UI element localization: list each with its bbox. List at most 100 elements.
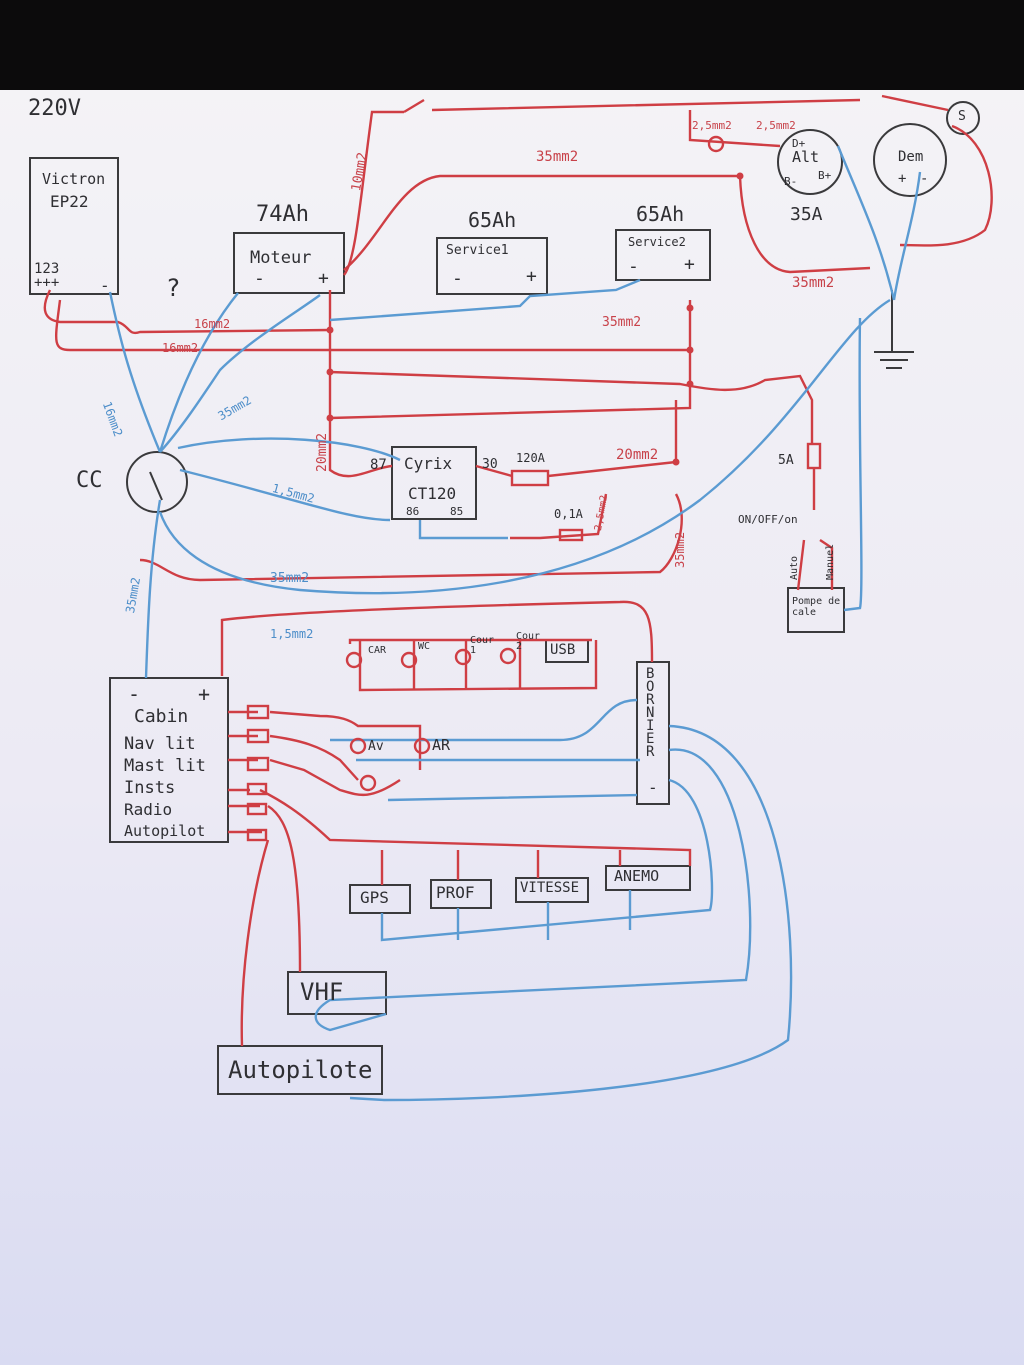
panel-circuit-radio: Radio xyxy=(124,800,173,819)
motor-battery-label: Moteur xyxy=(250,248,312,268)
usb-label: USB xyxy=(550,642,576,658)
vhf-label: VHF xyxy=(300,978,344,1006)
pump-switch-label: ON/OFF/on xyxy=(738,513,798,526)
service1-plus: + xyxy=(526,266,537,287)
cyrix-model: CT120 xyxy=(408,484,457,503)
cable-16mm2-b: 16mm2 xyxy=(162,341,199,355)
alternator-d-plus: D+ xyxy=(792,137,806,150)
instrument-anemo: ANEMO xyxy=(614,867,660,885)
motor-battery-capacity: 74Ah xyxy=(256,202,309,227)
starter-label: Dem xyxy=(898,149,924,165)
solenoid-symbol xyxy=(946,101,980,135)
service2-plus: + xyxy=(684,254,695,275)
charger-name: Victron xyxy=(42,170,106,188)
cyrix-pin87: 87 xyxy=(370,457,387,473)
prof-box xyxy=(430,879,492,909)
negative-wires xyxy=(108,145,922,1102)
instrument-gps: GPS xyxy=(360,888,389,907)
charger-box xyxy=(29,157,119,295)
cable-35mm2-right: 35mm2 xyxy=(673,531,687,568)
panel-terminals xyxy=(246,704,270,842)
charger-outputs-plus: +++ xyxy=(34,275,60,291)
vhf-box xyxy=(287,971,387,1015)
lamp-wc-label: WC xyxy=(418,641,431,652)
service1-battery-box xyxy=(436,237,548,295)
instrument-vitesse: VITESSE xyxy=(520,880,580,896)
lamp-cour2-label: Cour 2 xyxy=(516,631,541,652)
panel-circuit-nav: Nav lit xyxy=(124,734,196,754)
autopilot-box xyxy=(217,1045,383,1095)
vitesse-box xyxy=(515,877,589,903)
fuse-5a xyxy=(806,442,822,470)
autopilot-label: Autopilote xyxy=(228,1056,373,1084)
solenoid-label: S xyxy=(958,109,966,124)
cable-35mm2-red2: 35mm2 xyxy=(792,275,835,291)
lamp-car-label: CAR xyxy=(368,645,387,656)
motor-battery-minus: - xyxy=(254,268,265,289)
panel-plus: + xyxy=(198,682,211,706)
gps-box xyxy=(349,884,411,914)
pump-auto-label: Auto xyxy=(789,555,800,580)
lamp-av-label: Av xyxy=(368,739,384,754)
motor-battery-plus: + xyxy=(318,268,329,289)
service2-label: Service2 xyxy=(628,235,686,249)
battery-switch-lever xyxy=(149,471,163,501)
service1-minus: - xyxy=(452,268,463,289)
cable-2-5mm2-a: 2,5mm2 xyxy=(692,119,732,132)
cyrix-name: Cyrix xyxy=(404,454,453,473)
starter-plus: + xyxy=(898,171,907,187)
isolation-switch-contact xyxy=(403,98,425,114)
ground-symbol xyxy=(874,290,914,369)
panel-circuit-autopilot: Autopilot xyxy=(124,822,206,840)
cable-2-5mm2-b: 2,5mm2 xyxy=(756,119,796,132)
cable-35mm2-top: 35mm2 xyxy=(536,149,579,165)
cyrix-pin86: 86 xyxy=(406,505,420,518)
service2-battery-box xyxy=(615,229,711,281)
charger-minus: - xyxy=(100,276,110,295)
lamp-cour1-label: Cour 1 xyxy=(470,635,495,656)
cyrix-pin30: 30 xyxy=(482,457,498,472)
alternator-symbol xyxy=(777,129,843,195)
anemo-box xyxy=(605,865,691,891)
terminal-block-label: BORNIER xyxy=(646,666,655,760)
panel-circuit-insts: Insts xyxy=(124,778,176,798)
lamp-symbols xyxy=(345,135,725,792)
cable-35mm2-bottom: 35mm2 xyxy=(270,571,310,586)
mains-label: 220V xyxy=(28,96,81,121)
bilge-pump-label: Pompe de cale xyxy=(792,596,841,618)
paper-sheet xyxy=(0,78,1024,1365)
motor-battery-box xyxy=(233,232,345,294)
terminal-block-minus: - xyxy=(648,778,658,797)
cable-20mm2-a: 20mm2 xyxy=(315,432,330,472)
fuse-pump-label: 5A xyxy=(778,453,794,468)
cable-16mm2-a: 16mm2 xyxy=(194,317,231,331)
panel-circuit-cabin: Cabin xyxy=(134,706,189,727)
lamp-ar-label: AR xyxy=(432,736,451,754)
unknown-wire-mark: ? xyxy=(166,274,181,302)
panel-minus: - xyxy=(128,682,141,706)
starter-minus: - xyxy=(920,171,929,187)
cable-35mm2-red1: 35mm2 xyxy=(602,315,642,330)
instrument-prof: PROF xyxy=(436,883,475,902)
cable-20mm2-b: 20mm2 xyxy=(616,447,659,463)
fuse-main-label: 120A xyxy=(516,451,545,465)
positive-wires xyxy=(43,94,993,1047)
panel-circuit-mast: Mast lit xyxy=(124,756,206,776)
starter-symbol xyxy=(873,123,947,197)
battery-switch-label: CC xyxy=(76,468,103,493)
alternator-b-plus: B+ xyxy=(818,169,832,182)
service2-capacity: 65Ah xyxy=(636,202,685,226)
battery-switch-symbol xyxy=(126,451,188,513)
background-surface xyxy=(0,0,1024,90)
cyrix-pin85: 85 xyxy=(450,505,464,518)
cable-1-5mm2-b: 1,5mm2 xyxy=(270,627,314,641)
alternator-b-minus: B- xyxy=(784,175,798,188)
pump-manual-label: Manuel xyxy=(825,543,836,580)
cyrix-coupler-box xyxy=(391,446,477,520)
charger-model: EP22 xyxy=(50,192,89,211)
fuse-small-label: 0,1A xyxy=(554,507,583,521)
fuse-120a xyxy=(510,469,550,487)
alternator-label: Alt xyxy=(792,148,820,166)
alternator-rating: 35A xyxy=(790,204,823,225)
